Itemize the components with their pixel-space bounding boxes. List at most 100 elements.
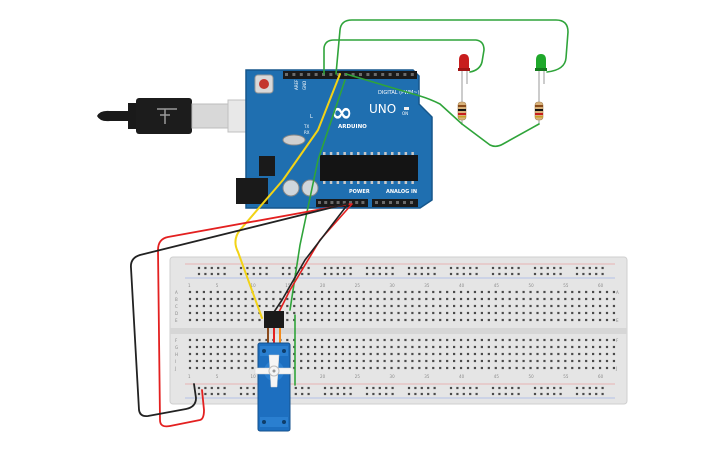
hole bbox=[251, 304, 254, 308]
hole bbox=[372, 272, 375, 276]
hole bbox=[592, 318, 595, 322]
wire-red-5v[interactable] bbox=[157, 203, 351, 428]
hole bbox=[195, 318, 199, 322]
hole bbox=[439, 338, 442, 342]
hole bbox=[209, 345, 212, 349]
hole bbox=[209, 290, 212, 294]
hole bbox=[612, 366, 616, 370]
wire-black-servo-gnd[interactable] bbox=[269, 203, 349, 319]
column-number: 60 bbox=[598, 374, 604, 379]
hole bbox=[475, 272, 478, 276]
hole bbox=[334, 297, 338, 301]
hole bbox=[355, 297, 358, 301]
hole bbox=[439, 290, 442, 294]
hole bbox=[494, 345, 497, 349]
hole bbox=[418, 359, 421, 363]
hole bbox=[508, 290, 511, 294]
hole bbox=[439, 366, 442, 370]
hole bbox=[418, 352, 421, 356]
hole bbox=[334, 345, 338, 349]
row-letter: G bbox=[175, 345, 178, 350]
hole bbox=[209, 338, 212, 342]
hole bbox=[517, 266, 520, 270]
hole bbox=[404, 366, 407, 370]
hole bbox=[522, 338, 525, 342]
hole bbox=[453, 352, 456, 356]
header-pin bbox=[375, 201, 378, 204]
hole bbox=[605, 311, 609, 315]
hole bbox=[543, 338, 546, 342]
hole bbox=[197, 392, 201, 396]
hole bbox=[543, 366, 546, 370]
hole bbox=[383, 318, 386, 322]
hole bbox=[466, 318, 470, 322]
chip-pin bbox=[397, 152, 401, 155]
header-pin bbox=[396, 73, 399, 76]
hole bbox=[446, 338, 449, 342]
hole bbox=[202, 352, 205, 356]
hole bbox=[355, 345, 358, 349]
hole bbox=[383, 311, 386, 315]
header-pin bbox=[410, 73, 414, 76]
row-letter: J bbox=[615, 366, 617, 371]
hole bbox=[334, 304, 338, 308]
hole bbox=[341, 359, 344, 363]
hole bbox=[425, 345, 428, 349]
hole bbox=[494, 311, 497, 315]
row-letter: A bbox=[616, 290, 619, 295]
hole bbox=[323, 272, 327, 276]
hole bbox=[216, 345, 219, 349]
hole bbox=[188, 359, 192, 363]
wire-gnd-resistor-green[interactable] bbox=[461, 123, 540, 148]
hole bbox=[239, 266, 243, 270]
column-number: 5 bbox=[216, 283, 219, 288]
hole bbox=[466, 290, 470, 294]
hole bbox=[314, 352, 317, 356]
hole bbox=[595, 386, 598, 390]
hole bbox=[475, 386, 478, 390]
hole bbox=[459, 297, 463, 301]
green-led[interactable] bbox=[535, 54, 547, 96]
hole bbox=[515, 359, 518, 363]
red-led[interactable] bbox=[458, 54, 470, 96]
hole bbox=[314, 318, 317, 322]
chip-pin bbox=[357, 152, 360, 155]
hole bbox=[314, 311, 317, 315]
hole bbox=[258, 290, 261, 294]
servo-motor-icon[interactable] bbox=[254, 311, 294, 432]
wire-black-gnd[interactable] bbox=[130, 203, 347, 418]
wire-red-led-anode[interactable] bbox=[323, 39, 485, 75]
wire-gnd-resistors[interactable] bbox=[345, 73, 463, 125]
wire-yellow[interactable] bbox=[234, 73, 341, 319]
hole bbox=[362, 359, 365, 363]
hole bbox=[369, 318, 372, 322]
hole bbox=[601, 266, 604, 270]
hole bbox=[578, 311, 581, 315]
hole bbox=[612, 297, 616, 301]
hole bbox=[543, 304, 546, 308]
hole bbox=[453, 345, 456, 349]
column-number: 30 bbox=[390, 374, 396, 379]
hole bbox=[348, 297, 351, 301]
hole bbox=[585, 318, 588, 322]
hole bbox=[286, 297, 289, 301]
hole bbox=[432, 318, 435, 322]
hole bbox=[564, 304, 567, 308]
hole bbox=[237, 311, 240, 315]
hole bbox=[605, 290, 609, 294]
hole bbox=[294, 392, 297, 396]
hole bbox=[334, 311, 338, 315]
hole bbox=[598, 290, 602, 294]
wire-red-servo-power[interactable] bbox=[275, 203, 353, 319]
hole bbox=[475, 266, 478, 270]
hole bbox=[536, 290, 539, 294]
wire-green-led-top[interactable] bbox=[335, 19, 569, 75]
hole bbox=[601, 392, 604, 396]
hole bbox=[390, 318, 393, 322]
hole bbox=[407, 266, 411, 270]
resistor-red-led[interactable] bbox=[457, 96, 467, 124]
hole bbox=[300, 311, 303, 315]
hole bbox=[515, 304, 518, 308]
resistor-green-led[interactable] bbox=[534, 96, 544, 124]
hole bbox=[404, 352, 407, 356]
